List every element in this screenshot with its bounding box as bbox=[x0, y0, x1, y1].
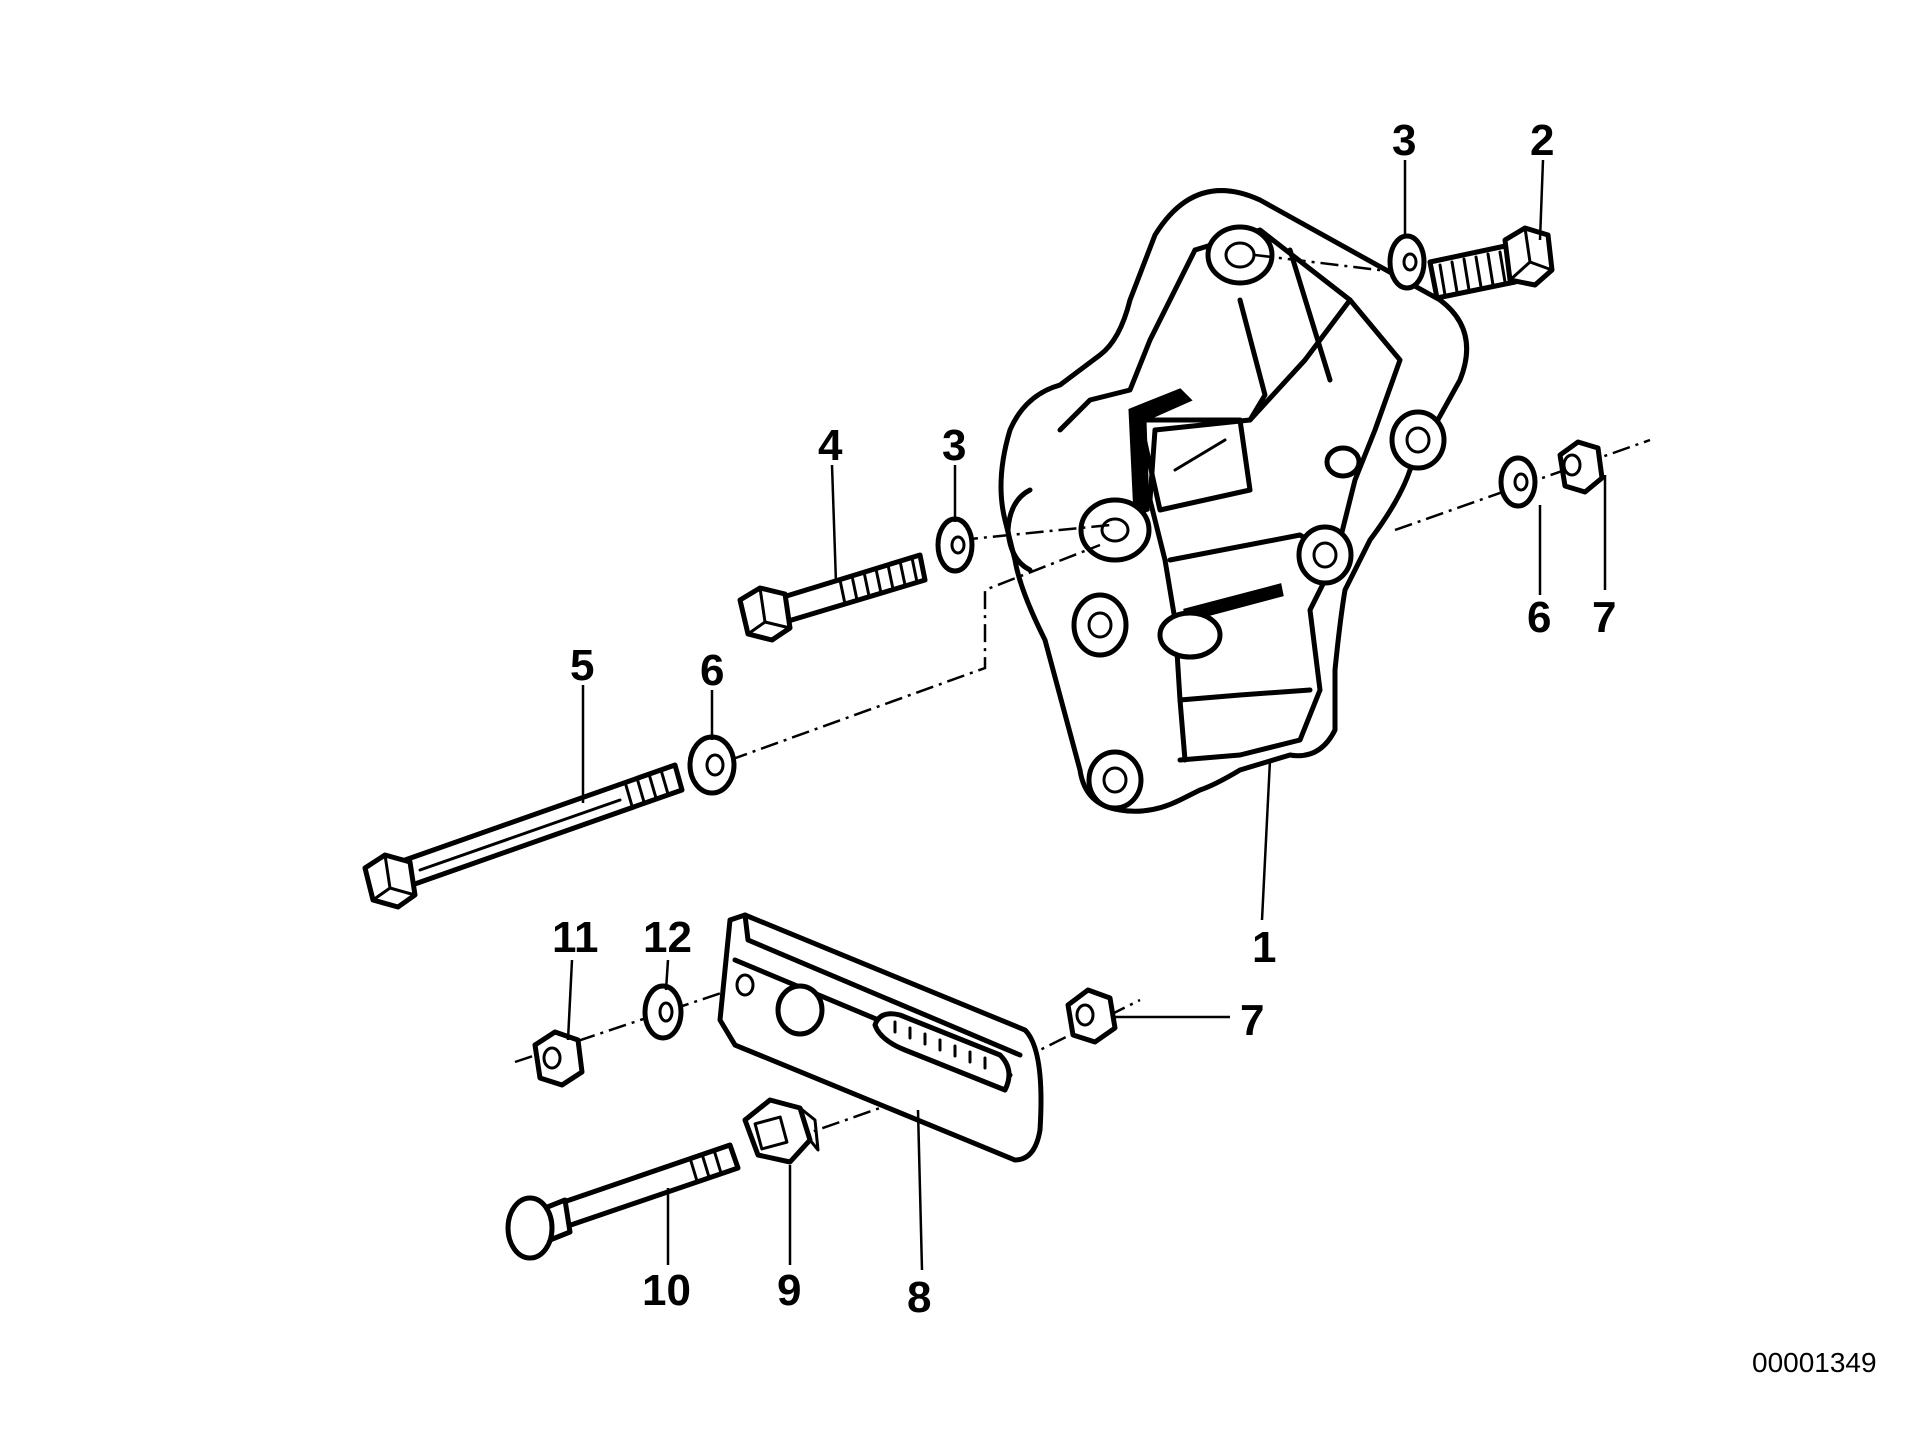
hex-nut-bottom-right bbox=[1065, 987, 1118, 1045]
diagram-reference-number: 00001349 bbox=[1752, 1347, 1877, 1378]
callout-1: 1 bbox=[1252, 923, 1276, 972]
callout-6-right: 6 bbox=[1527, 593, 1551, 642]
long-hex-bolt bbox=[362, 762, 685, 910]
washer-right bbox=[1498, 455, 1538, 509]
washer-left bbox=[687, 734, 737, 796]
callout-12: 12 bbox=[643, 913, 692, 962]
leader-4 bbox=[830, 464, 838, 584]
axis-bolt-5 bbox=[729, 543, 1101, 762]
callout-7-top: 7 bbox=[1592, 593, 1616, 642]
hex-bolt-middle bbox=[737, 552, 928, 643]
axis-bolt-4 bbox=[959, 523, 1111, 542]
washer-middle bbox=[935, 516, 975, 574]
callout-9: 9 bbox=[777, 1266, 801, 1315]
hex-nut-top bbox=[1557, 439, 1605, 495]
adjuster-nut bbox=[742, 1097, 820, 1165]
callout-6-left: 6 bbox=[700, 646, 724, 695]
callout-4: 4 bbox=[818, 421, 843, 470]
callout-10: 10 bbox=[642, 1266, 691, 1315]
callout-2: 2 bbox=[1530, 116, 1554, 165]
leader-11 bbox=[566, 959, 574, 1041]
hex-bolt-top bbox=[1427, 225, 1555, 301]
leader-lines bbox=[566, 159, 1607, 1271]
callout-8: 8 bbox=[907, 1273, 931, 1322]
adjusting-slide bbox=[717, 912, 1044, 1163]
callout-7-bottom: 7 bbox=[1240, 996, 1264, 1045]
leader-2 bbox=[1538, 159, 1545, 241]
callout-5: 5 bbox=[570, 641, 594, 690]
callout-3-top: 3 bbox=[1392, 116, 1416, 165]
leader-1 bbox=[1260, 759, 1272, 921]
leader-8 bbox=[916, 1109, 924, 1271]
leader-12 bbox=[664, 959, 670, 991]
washer-top bbox=[1387, 233, 1427, 291]
washer-bottom bbox=[642, 983, 684, 1041]
hex-nut-bottom-left bbox=[532, 1029, 585, 1088]
callout-3-mid: 3 bbox=[942, 421, 966, 470]
carriage-bolt bbox=[505, 1142, 741, 1261]
callout-labels: 1 2 3 3 4 5 6 6 7 7 8 9 10 11 12 bbox=[552, 116, 1616, 1322]
callout-11: 11 bbox=[552, 913, 599, 962]
